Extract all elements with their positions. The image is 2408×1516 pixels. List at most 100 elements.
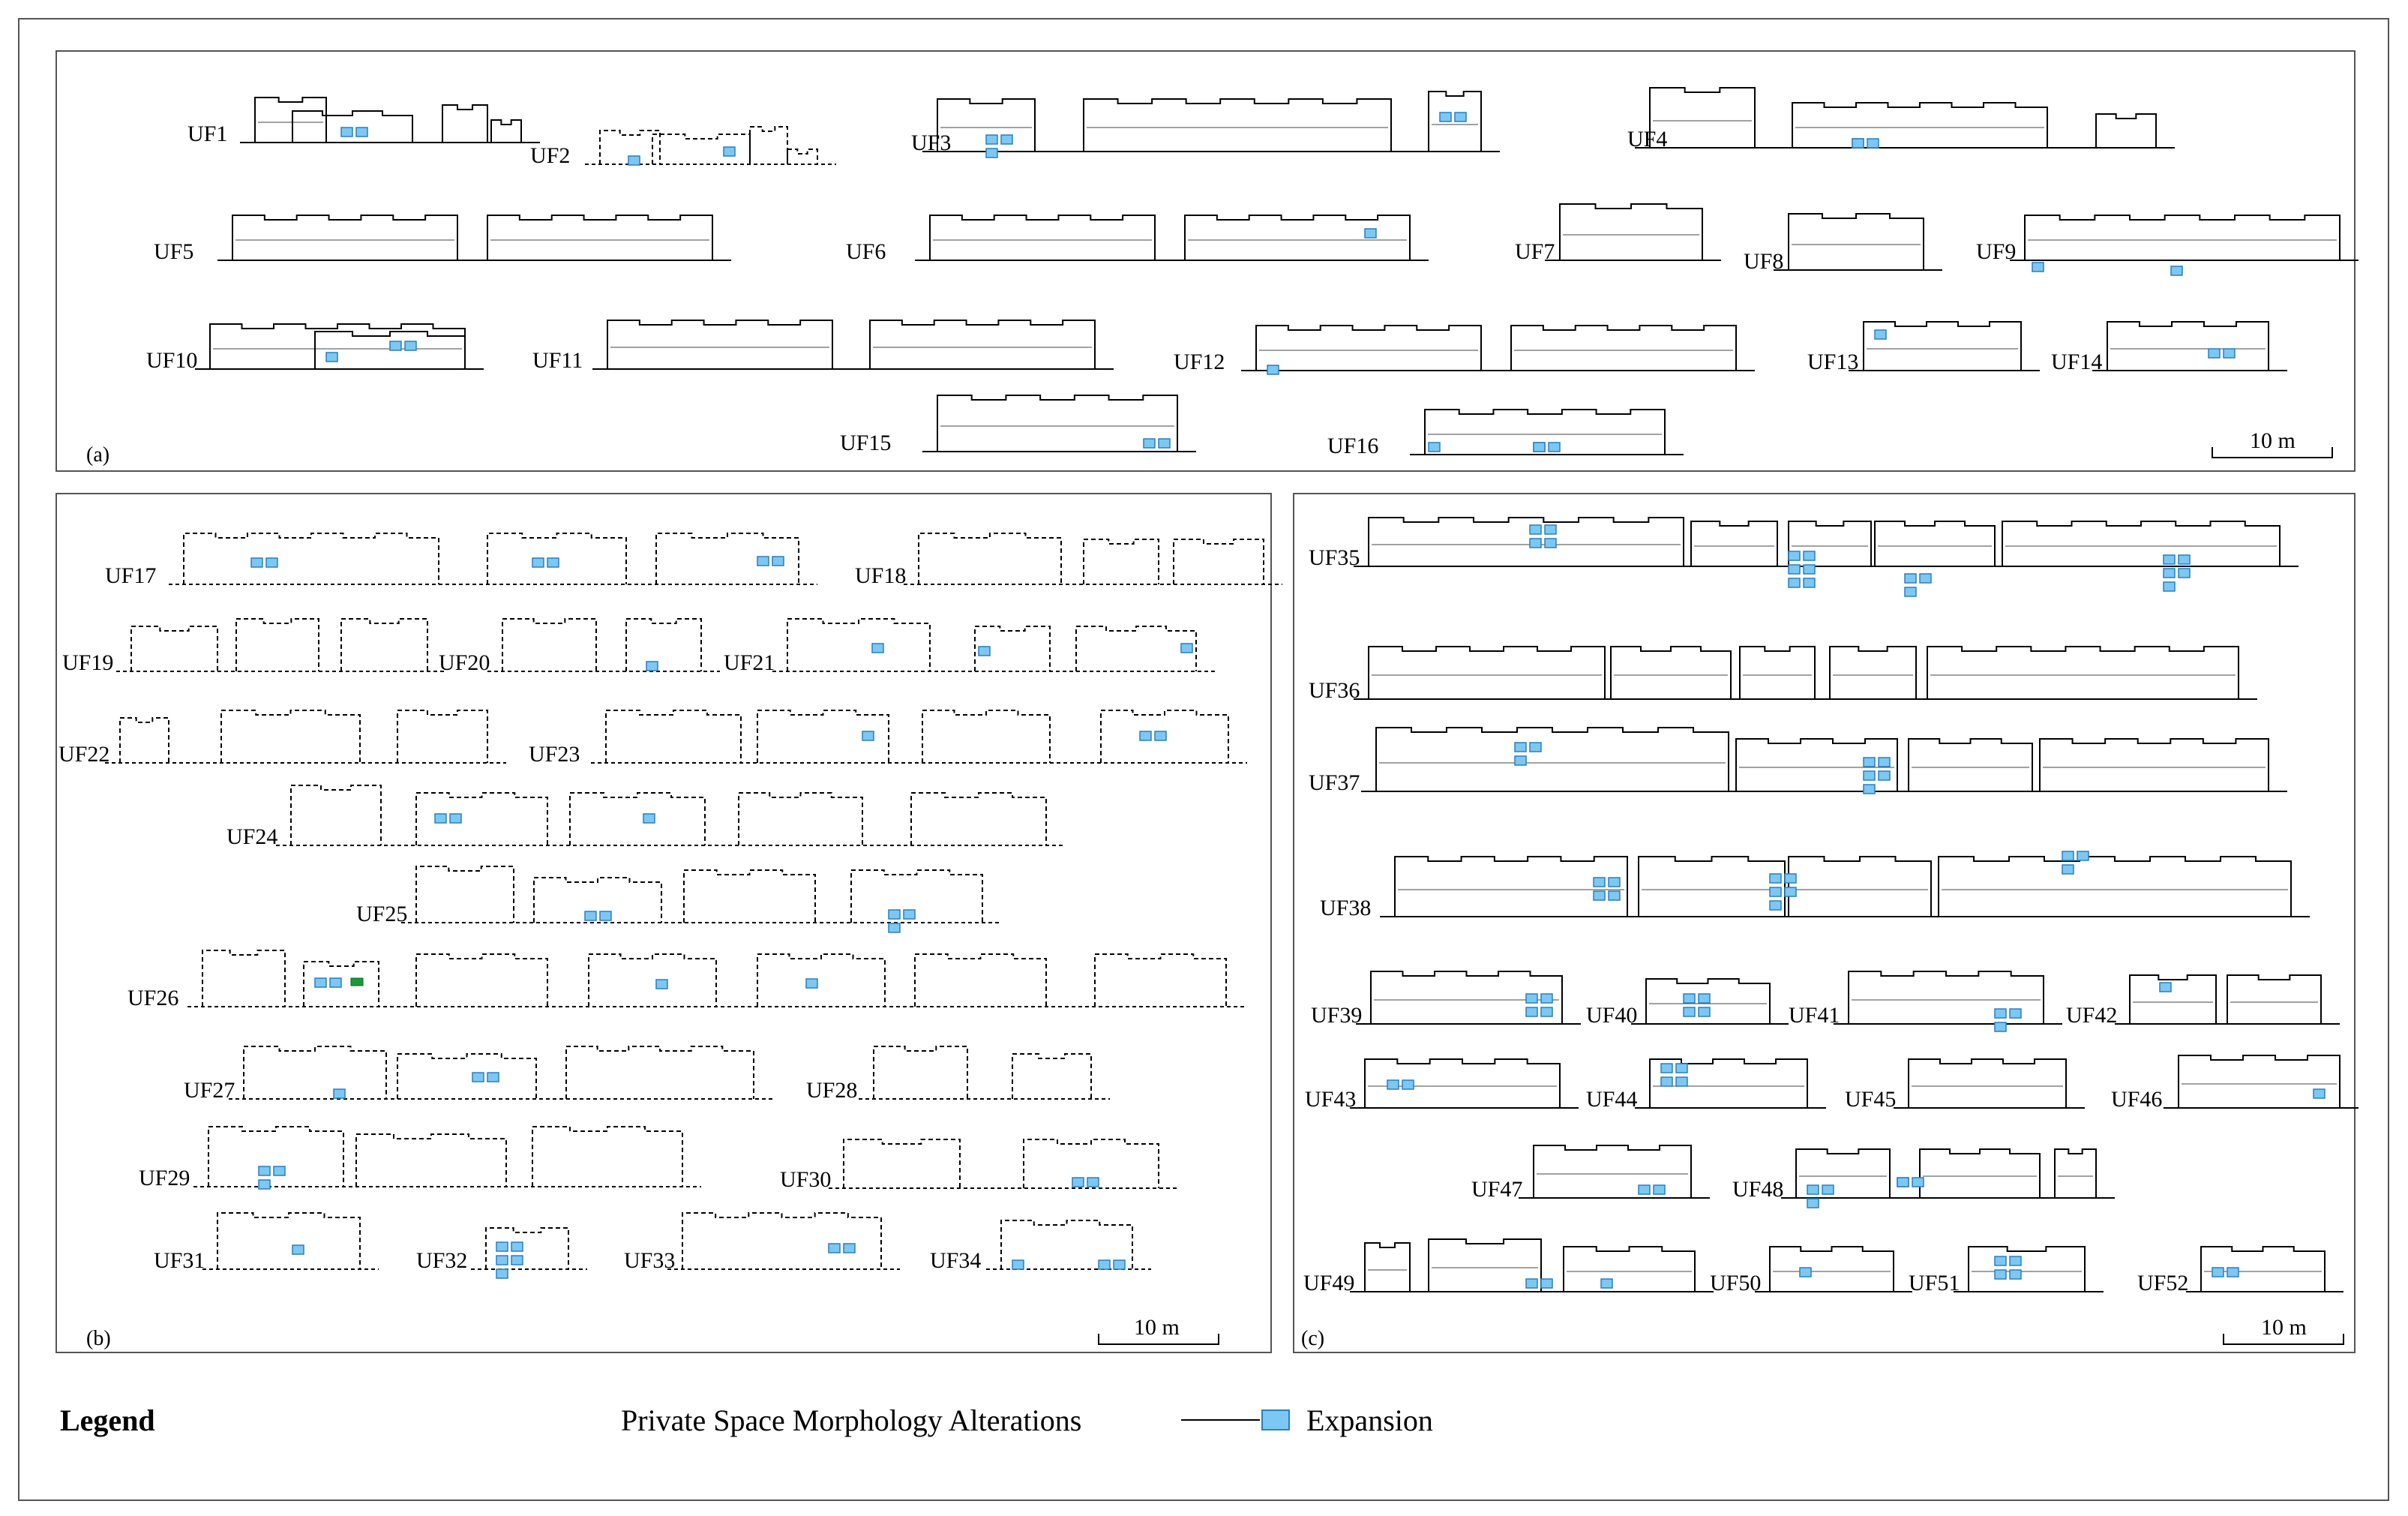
building-profile: [974, 626, 1051, 671]
expansion-mark: [1154, 731, 1167, 741]
expansion-mark: [1863, 770, 1876, 781]
building-profile: [1375, 727, 1729, 791]
unit-uf3: UF3: [911, 91, 1500, 158]
unit-uf10: UF10: [146, 323, 484, 373]
unit-uf51: UF51: [1909, 1246, 2104, 1295]
expansion-mark: [1533, 442, 1546, 452]
unit-uf36: UF36: [1309, 646, 2257, 703]
building-profile: [843, 1139, 961, 1188]
building-profile: [2039, 738, 2269, 791]
building-profile: [787, 618, 931, 671]
expansion-mark: [1098, 1259, 1111, 1270]
building-profile: [682, 1212, 882, 1269]
expansion-mark: [888, 923, 901, 933]
unit-uf44: UF44: [1586, 1058, 1826, 1112]
unit-label: UF28: [806, 1078, 857, 1103]
unit-label: UF21: [724, 650, 775, 675]
unit-uf45: UF45: [1845, 1058, 2085, 1112]
building-profile: [738, 792, 863, 845]
expansion-mark: [449, 813, 462, 824]
expansion-mark: [1912, 1177, 1924, 1187]
building-profile: [569, 792, 706, 845]
expansion-mark: [1544, 538, 1557, 548]
building-profile: [119, 717, 169, 763]
legend-item-expansion: Expansion: [1306, 1403, 1433, 1437]
building-profile: [1012, 1053, 1092, 1099]
expansion-mark: [1878, 770, 1891, 781]
expansion-mark: [2009, 1256, 2022, 1266]
building-profile: [2107, 321, 2269, 371]
unit-uf27: UF27: [184, 1046, 772, 1103]
unit-uf5: UF5: [154, 215, 731, 264]
expansion-mark: [1852, 138, 1864, 149]
scale-label-a: 10 m: [2250, 428, 2296, 453]
expansion-mark: [511, 1255, 523, 1265]
building-profile: [2002, 521, 2281, 566]
expansion-mark: [496, 1268, 508, 1279]
expansion-mark: [2077, 851, 2089, 861]
building-profile: [607, 320, 833, 369]
building-profile: [208, 1126, 344, 1187]
expansion-mark: [655, 979, 668, 989]
expansion-mark: [2170, 266, 2183, 276]
expansion-mark: [434, 813, 447, 824]
expansion-mark: [985, 148, 998, 158]
expansion-mark: [1803, 564, 1816, 575]
expansion-mark: [862, 731, 874, 741]
expansion-mark: [2163, 568, 2176, 578]
unit-label: UF48: [1732, 1177, 1783, 1202]
expansion-mark: [1919, 573, 1932, 584]
expansion-mark: [1660, 1076, 1673, 1087]
building-profile: [1788, 213, 1924, 270]
building-profile: [217, 1212, 361, 1269]
building-profile: [605, 710, 742, 763]
unit-uf50: UF50: [1710, 1246, 1912, 1295]
expansion-mark: [1807, 1198, 1819, 1208]
expansion-mark: [1000, 134, 1013, 145]
expansion-mark: [1994, 1022, 2007, 1032]
unit-label: UF45: [1845, 1087, 1896, 1112]
building-profile: [922, 710, 1051, 763]
building-profile: [937, 395, 1178, 452]
unit-label: UF24: [226, 824, 277, 849]
unit-uf52: UF52: [2137, 1246, 2344, 1295]
unit-label: UF27: [184, 1078, 235, 1103]
expansion-mark: [511, 1241, 523, 1252]
building-profile: [1368, 646, 1606, 699]
expansion-mark: [1143, 438, 1156, 449]
unit-label: UF46: [2111, 1087, 2162, 1112]
expansion-mark: [250, 557, 263, 568]
expansion-mark: [1904, 587, 1917, 597]
building-profile: [415, 866, 514, 923]
expansion-mark: [2062, 864, 2074, 875]
scale-label-c: 10 m: [2261, 1315, 2307, 1340]
unit-uf29: UF29: [139, 1126, 701, 1190]
expansion-mark: [1514, 755, 1527, 766]
building-profile: [749, 126, 788, 164]
unit-label: UF18: [855, 563, 906, 588]
unit-label: UF26: [127, 986, 178, 1010]
building-profile: [787, 149, 818, 164]
expansion-mark: [1874, 329, 1887, 340]
expansion-mark: [258, 1179, 271, 1190]
expansion-mark: [643, 813, 655, 824]
unit-label: UF22: [58, 742, 109, 767]
green-mark: [350, 977, 364, 986]
expansion-mark: [1904, 573, 1917, 584]
building-profile: [1563, 1246, 1696, 1292]
unit-label: UF33: [624, 1248, 675, 1273]
expansion-mark: [757, 556, 769, 566]
expansion-mark: [1439, 112, 1452, 122]
expansion-mark: [340, 127, 353, 137]
building-profile: [655, 533, 799, 584]
expansion-mark: [2178, 554, 2191, 565]
expansion-mark: [487, 1072, 499, 1082]
expansion-mark: [1529, 742, 1542, 752]
outer-frame: [18, 18, 2389, 1501]
expansion-mark: [2208, 348, 2221, 359]
expansion-mark: [2223, 348, 2236, 359]
building-profile: [1559, 203, 1703, 260]
building-profile: [1368, 517, 1684, 566]
expansion-mark: [888, 909, 901, 920]
